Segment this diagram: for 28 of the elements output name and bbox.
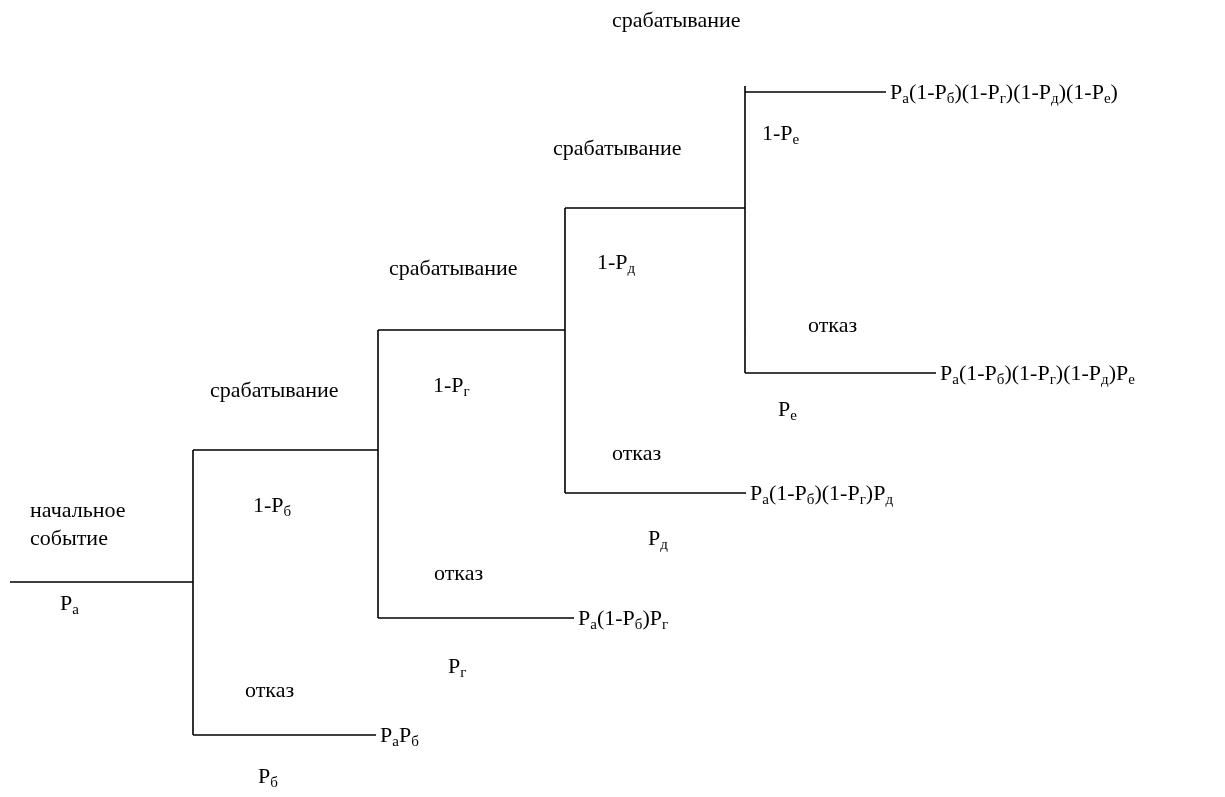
branch-label: P$_{а}$: [60, 589, 79, 617]
branch-label: P$_{б}$: [258, 762, 278, 790]
branch-line: [192, 734, 377, 736]
branch-line: [744, 372, 937, 374]
outcome-probability: P$_{а}$(1-P$_{б}$)(1-P$_{г}$)(1-P$_{д}$)P$_{е}$: [940, 360, 1135, 386]
branch-label: срабатывание: [389, 254, 518, 282]
branch-label: срабатывание: [210, 376, 339, 404]
branch-label: 1-P$_{б}$: [253, 491, 292, 519]
branch-label: отказ: [434, 559, 484, 587]
branch-label: 1-P$_{г}$: [433, 371, 470, 399]
branch-label: P$_{д}$: [648, 524, 668, 552]
outcome-probability: P$_{а}$(1-P$_{б}$)(1-P$_{г}$)(1-P$_{д}$)(1-P$_{е}$): [890, 79, 1118, 105]
branch-label: отказ: [808, 311, 858, 339]
branch-label: начальное событие: [30, 496, 127, 552]
branch-label: P$_{г}$: [448, 652, 467, 680]
branch-line: [564, 492, 747, 494]
outcome-probability: P$_{а}$P$_{б}$: [380, 722, 419, 748]
branch-label: отказ: [245, 676, 295, 704]
outcome-probability: P$_{а}$(1-P$_{б}$)(1-P$_{г}$)P$_{д}$: [750, 480, 894, 506]
branch-label: P$_{е}$: [778, 395, 797, 423]
branch-label: отказ: [612, 439, 662, 467]
branch-label: 1-P$_{е}$: [762, 119, 800, 147]
outcome-probability: P$_{а}$(1-P$_{б}$)P$_{г}$: [578, 605, 669, 631]
branch-label: срабатывание: [612, 6, 741, 34]
branch-label: 1-P$_{д}$: [597, 248, 636, 276]
branch-line: [744, 91, 887, 93]
branch-line: [377, 617, 575, 619]
branch-label: срабатывание: [553, 134, 682, 162]
